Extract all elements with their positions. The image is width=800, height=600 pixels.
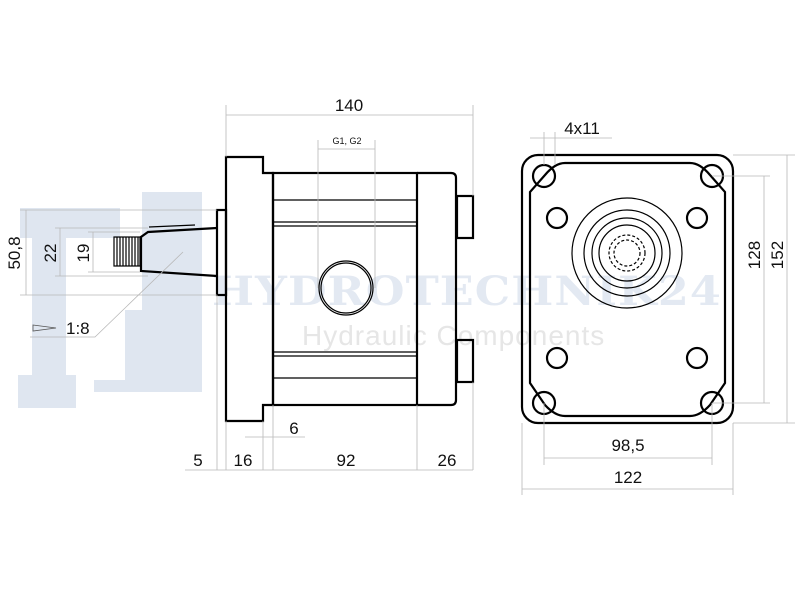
dim-spline-diameter: 19	[74, 244, 93, 263]
dim-bolt-spacing-vertical: 128	[745, 241, 764, 269]
dim-width: 122	[614, 468, 642, 487]
dim-pilot-length: 5	[193, 451, 202, 470]
watermark-logo	[18, 192, 202, 408]
port-circle	[318, 260, 374, 316]
dim-body-length: 92	[337, 451, 356, 470]
bolt-head-top	[455, 194, 475, 240]
dim-step: 6	[289, 419, 298, 438]
dim-pilot-diameter: 50,8	[5, 236, 24, 269]
dim-shaft-diameter: 22	[41, 244, 60, 263]
dim-bolt-spacing-horizontal: 98,5	[611, 436, 644, 455]
dim-overall-length: 140	[335, 96, 363, 115]
dimension-lines	[20, 105, 795, 495]
bolt-head-bottom	[455, 338, 475, 384]
dim-port-label: G1, G2	[332, 136, 361, 146]
watermark-tagline: Hydraulic Components	[302, 320, 605, 351]
spline	[113, 236, 141, 267]
dim-flange-thickness: 16	[234, 451, 253, 470]
dim-taper: 1:8	[66, 319, 90, 338]
dim-height: 152	[768, 241, 787, 269]
dim-cover-length: 26	[438, 451, 457, 470]
dim-hole-pattern: 4x11	[564, 119, 600, 138]
pump-side-view	[113, 155, 475, 423]
